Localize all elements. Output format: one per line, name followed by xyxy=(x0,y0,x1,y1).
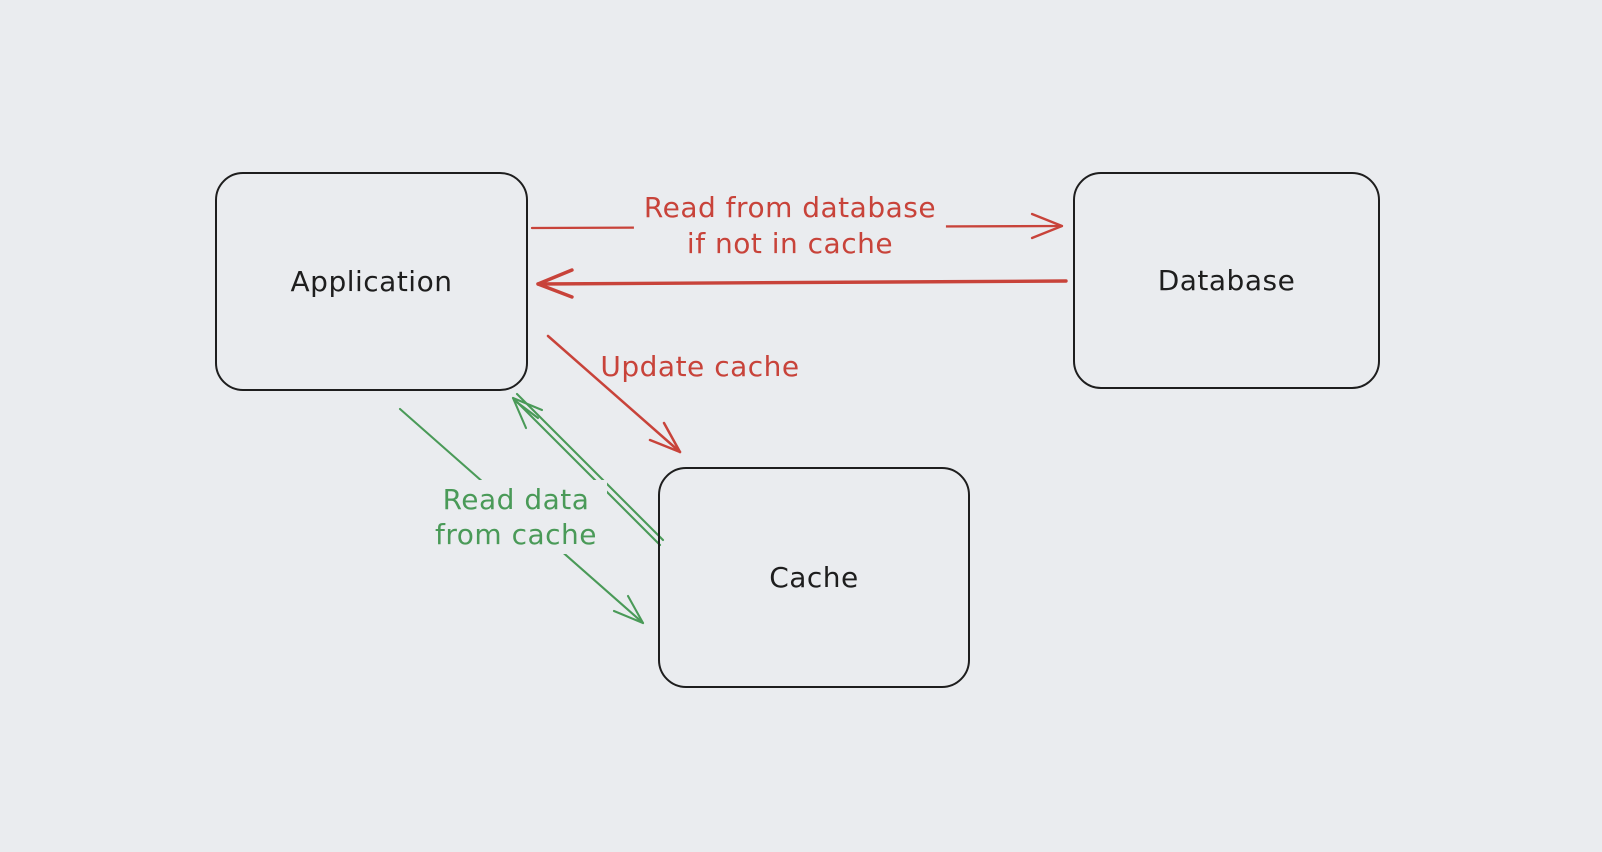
arrow-update-cache[interactable] xyxy=(546,334,682,454)
arrow-database-response[interactable] xyxy=(536,268,1068,299)
node-application-label: Application xyxy=(290,265,453,298)
node-database[interactable]: Database xyxy=(1073,172,1380,389)
arrow-read-from-cache-response-line2 xyxy=(515,392,665,542)
arrow-read-from-cache-request-head-icon xyxy=(612,594,645,625)
edge-label-update-cache: Update cache xyxy=(590,347,809,387)
edge-label-read-from-cache: Read data from cache xyxy=(425,480,607,554)
node-application[interactable]: Application xyxy=(215,172,528,391)
node-database-label: Database xyxy=(1157,264,1296,297)
arrow-read-from-cache-response-head-icon xyxy=(511,396,544,430)
node-cache-label: Cache xyxy=(769,561,859,594)
edge-label-read-from-cache-line1: Read data xyxy=(442,483,590,516)
arrow-update-cache-line xyxy=(546,334,682,454)
arrow-database-response-line xyxy=(536,279,1068,286)
arrow-read-from-cache-response-head2-icon xyxy=(512,398,540,420)
arrow-read-from-database-head-icon xyxy=(1030,212,1064,240)
edge-label-read-from-cache-line2: from cache xyxy=(435,518,597,551)
edge-label-read-from-database-line2: if not in cache xyxy=(686,227,894,260)
edge-label-update-cache-line1: Update cache xyxy=(600,350,800,383)
arrow-database-response-head-icon xyxy=(536,268,574,299)
arrow-read-from-cache-response-line xyxy=(511,396,662,547)
arrow-update-cache-head-icon xyxy=(648,421,682,454)
node-cache[interactable]: Cache xyxy=(658,467,970,688)
edge-label-read-from-database-line1: Read from database xyxy=(643,191,937,224)
edge-label-read-from-database: Read from database if not in cache xyxy=(633,188,947,264)
arrow-read-from-cache-response[interactable] xyxy=(511,392,665,547)
